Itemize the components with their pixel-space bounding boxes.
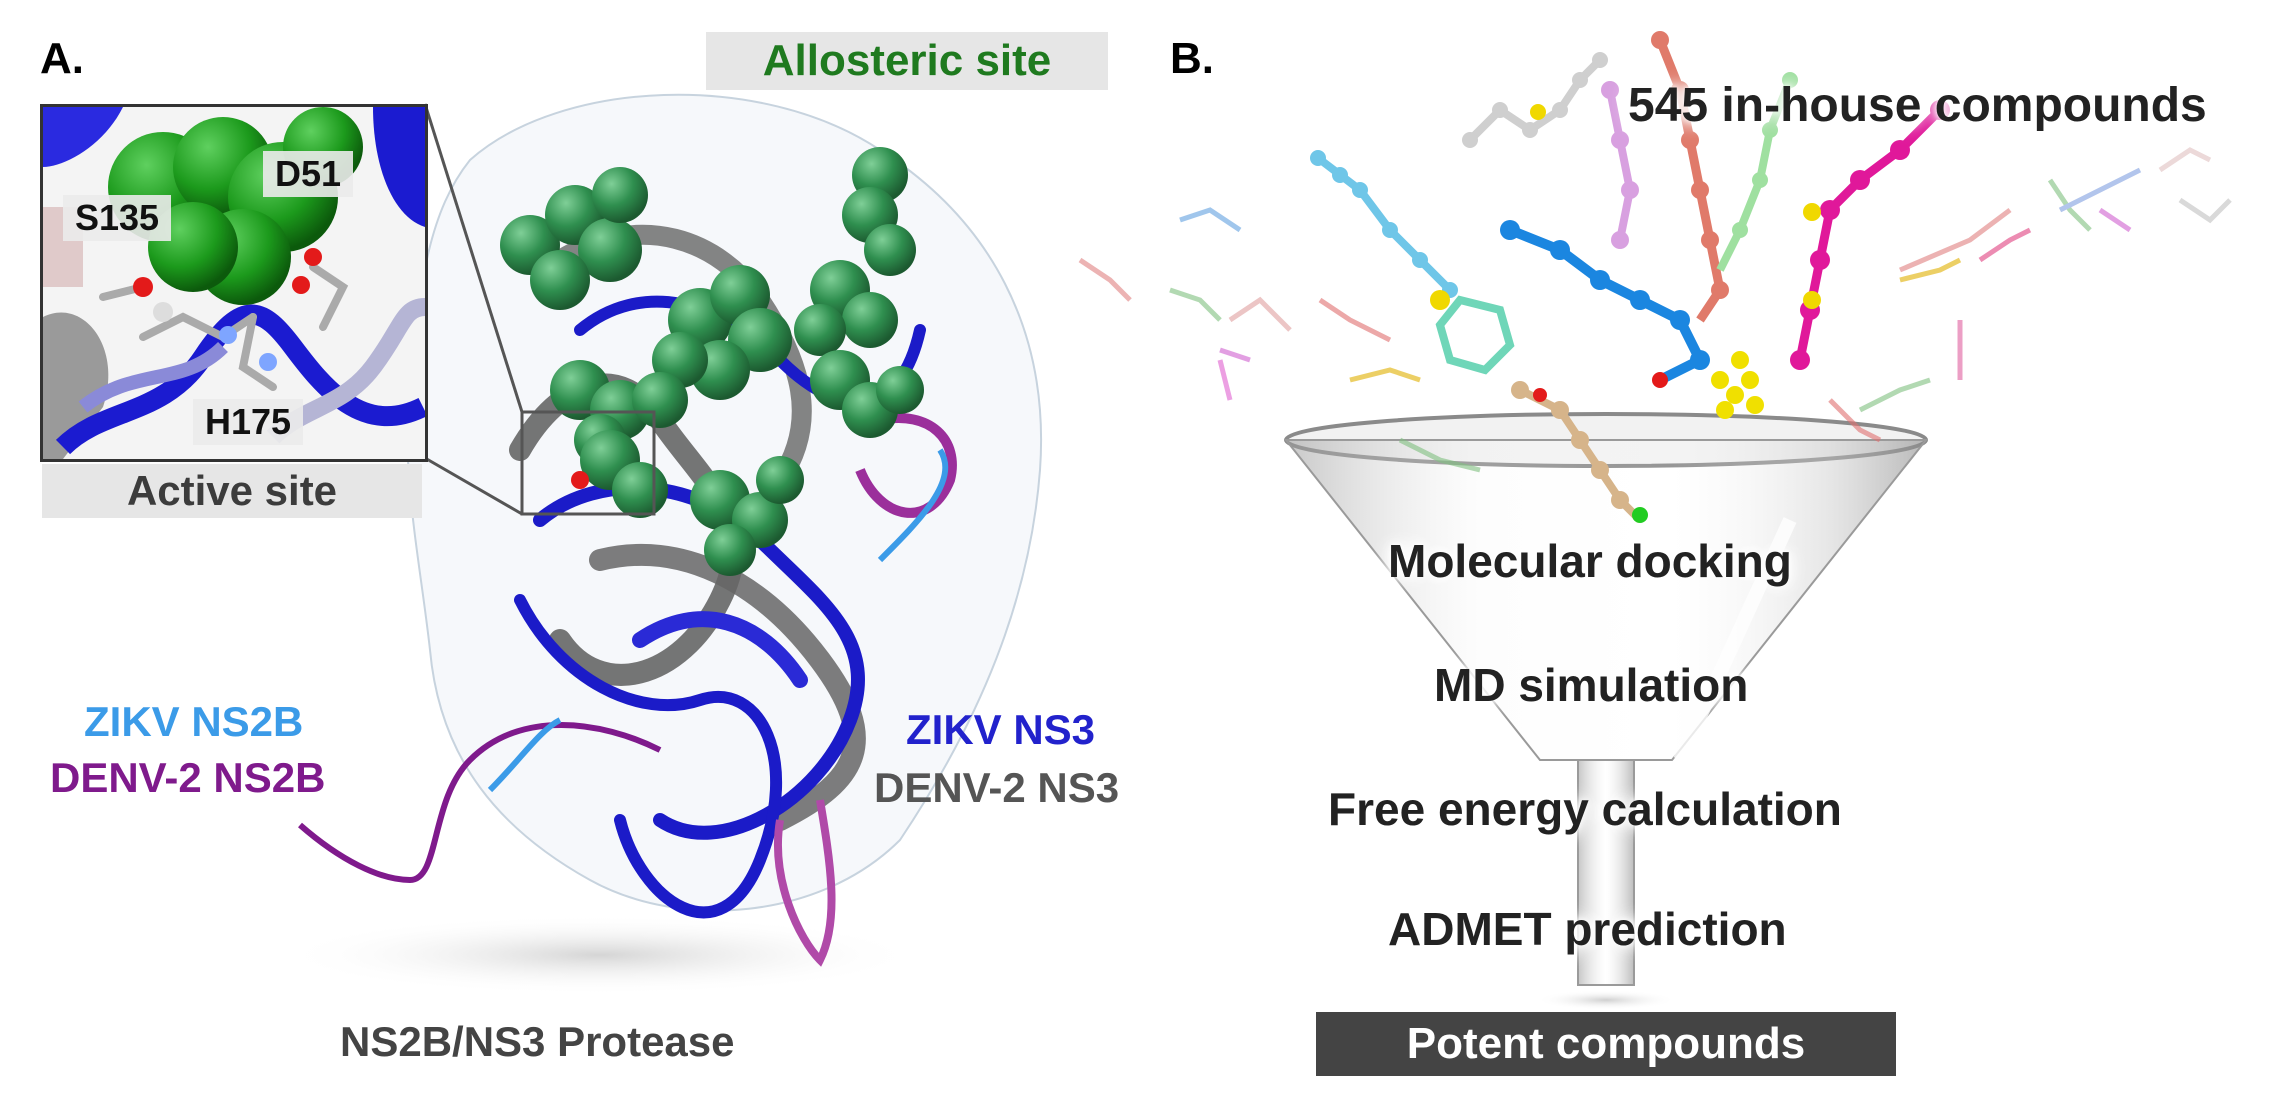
- zikv-ns3-label: ZIKV NS3: [906, 706, 1096, 753]
- protease-caption: NS2B/NS3 Protease: [340, 1018, 735, 1065]
- compounds-label: 545 in-house compounds: [1628, 79, 2207, 132]
- residue-d51: D51: [263, 151, 354, 197]
- denv-ns2b-label: DENV-2 NS2B: [50, 754, 326, 801]
- allosteric-spheres: [500, 147, 924, 576]
- zoom-box: [520, 410, 656, 516]
- active-site-label: Active site: [42, 464, 422, 518]
- panel-a-letter: A.: [40, 34, 84, 83]
- zikv-ns2b-label: ZIKV NS2B: [84, 698, 304, 745]
- panel-b-letter: B.: [1170, 34, 1214, 83]
- step-free-energy-calculation: Free energy calculation: [1328, 783, 1842, 835]
- step-md-simulation: MD simulation: [1434, 659, 1749, 711]
- allosteric-site-label: Allosteric site: [706, 32, 1108, 90]
- denv-ns3-label: DENV-2 NS3: [874, 764, 1120, 811]
- step-admet-prediction: ADMET prediction: [1388, 903, 1787, 955]
- residue-h175: H175: [193, 399, 304, 445]
- residue-s135: S135: [63, 195, 172, 241]
- active-site-inset: S135 D51 H175: [40, 104, 428, 462]
- step-molecular-docking: Molecular docking: [1388, 535, 1792, 587]
- potent-compounds-box: Potent compounds: [1316, 1012, 1896, 1076]
